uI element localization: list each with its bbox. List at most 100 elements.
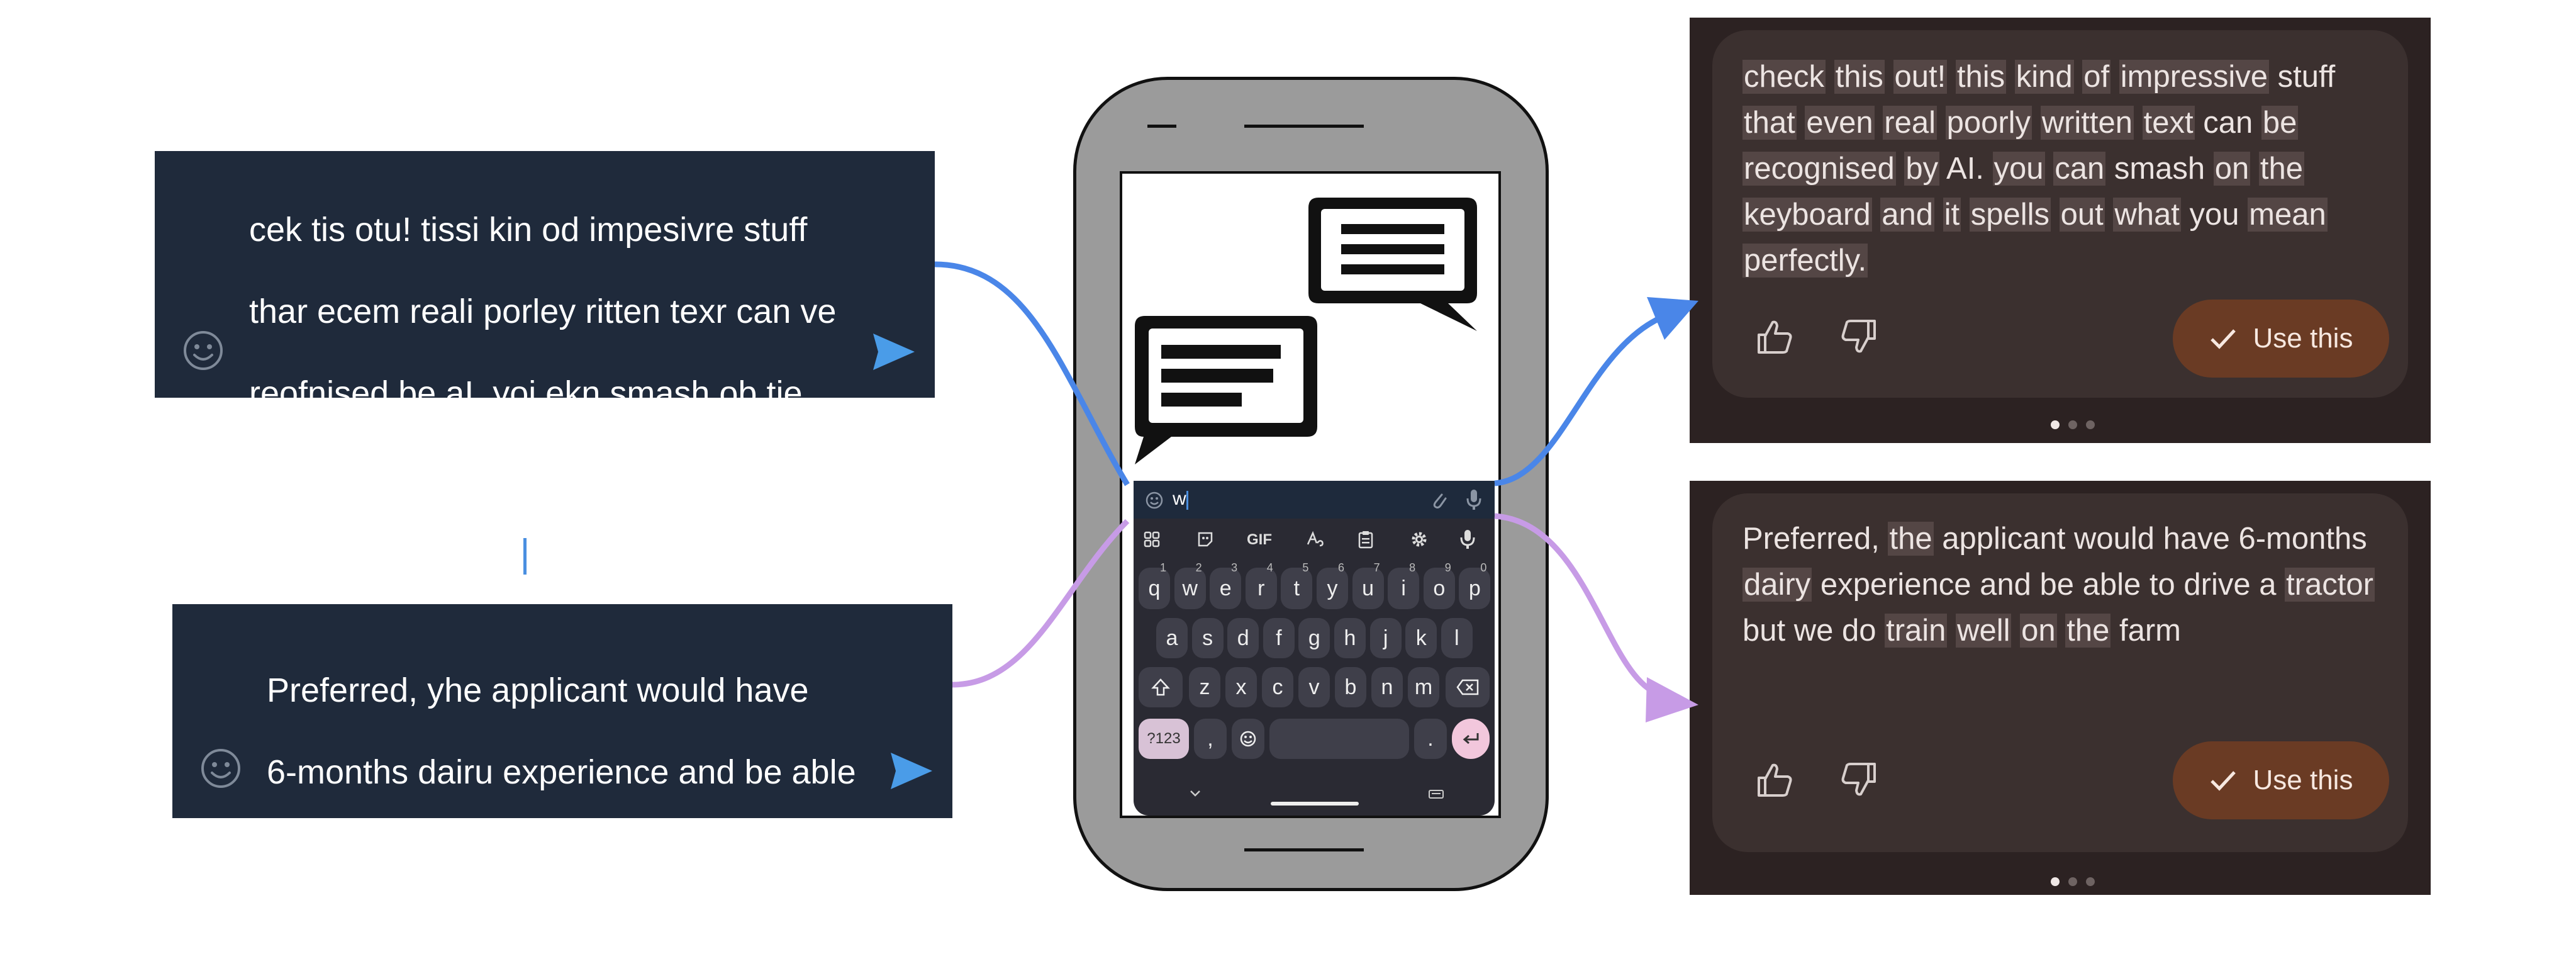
suggestion-text-segment: smash [2105,152,2214,186]
pagination-dot[interactable] [2068,420,2077,429]
shift-key[interactable] [1139,667,1183,707]
corrected-word: of [2082,60,2111,94]
gif-button[interactable]: GIF [1247,531,1272,548]
key-b[interactable]: b [1335,667,1366,707]
pagination-dot[interactable] [2051,877,2060,886]
symbols-key[interactable]: ?123 [1139,719,1189,759]
corrected-word: train [1885,614,1948,648]
enter-icon [1463,733,1479,744]
corrected-word: this [1955,60,2007,94]
key-c[interactable]: c [1262,667,1293,707]
comma-key[interactable]: , [1194,719,1227,759]
key-hint: 2 [1195,561,1202,574]
emoji-key[interactable] [1232,719,1264,759]
key-label: t [1293,576,1300,600]
connector-arrow-output-1 [1494,315,1662,486]
thumbs-up-icon[interactable] [1754,316,1795,357]
shift-icon [1151,678,1170,696]
key-x[interactable]: x [1225,667,1257,707]
use-this-button[interactable]: Use this [2173,300,2389,378]
key-v[interactable]: v [1298,667,1330,707]
pagination-dot[interactable] [2086,877,2095,886]
key-l[interactable]: l [1441,618,1473,658]
microphone-icon[interactable] [1466,488,1482,511]
key-j[interactable]: j [1369,618,1402,658]
key-h[interactable]: h [1334,618,1366,658]
key-label: r [1257,576,1265,600]
phone-home-bar [1244,848,1364,851]
suggestion-text-segment: applicant would have 6-months [1933,522,2367,556]
thumbs-down-icon[interactable] [1838,759,1880,800]
key-s[interactable]: s [1191,618,1224,658]
key-hint: 7 [1373,561,1380,574]
enter-key[interactable] [1452,719,1490,759]
keyboard-input-text[interactable]: w [1173,488,1186,509]
key-label: p [1468,576,1481,600]
corrected-word: what [2113,198,2181,232]
key-g[interactable]: g [1298,618,1330,658]
key-label: h [1344,626,1356,650]
checkmark-icon [2210,329,2236,349]
backspace-icon [1456,679,1479,695]
key-d[interactable]: d [1227,618,1259,658]
corrected-word: you [1992,152,2045,186]
corrected-word: spells [1969,198,2051,232]
corrected-word: on [2020,614,2057,648]
key-k[interactable]: k [1405,618,1437,658]
key-f[interactable]: f [1263,618,1295,658]
corrected-word: dairy [1742,568,1812,602]
gear-icon[interactable] [1410,531,1428,548]
pagination-dot[interactable] [2068,877,2077,886]
send-icon[interactable] [872,332,916,371]
corrected-word: impressive [2119,60,2269,94]
handwriting-icon[interactable] [1306,531,1325,548]
key-z[interactable]: z [1189,667,1220,707]
use-this-button[interactable]: Use this [2173,741,2389,819]
sticker-icon[interactable] [1196,531,1214,548]
microphone-icon[interactable] [1459,529,1476,550]
emoji-icon[interactable] [200,748,242,789]
pagination-dot[interactable] [2086,420,2095,429]
chevron-down-icon[interactable] [1189,789,1202,798]
keyboard-input-bar [1134,481,1495,519]
keyboard-switch-icon[interactable] [1428,789,1444,800]
key-n[interactable]: n [1371,667,1403,707]
send-icon[interactable] [889,751,934,790]
apps-grid-icon[interactable] [1144,531,1160,548]
attach-icon[interactable] [1429,490,1448,510]
key-m[interactable]: m [1408,667,1439,707]
suggestion-text-segment: stuff [2268,60,2336,94]
pagination-dot[interactable] [2051,420,2060,429]
thumbs-down-icon[interactable] [1838,316,1880,357]
phone-speaker [1244,125,1364,128]
emoji-icon[interactable] [1145,491,1164,510]
key-label: i [1401,576,1406,600]
emoji-icon[interactable] [182,330,224,371]
key-label: k [1415,626,1427,650]
key-a[interactable]: a [1156,618,1188,658]
key-label: e [1219,576,1232,600]
period-key[interactable]: . [1414,719,1447,759]
clipboard-icon[interactable] [1358,530,1374,549]
suggestion-text-1: check this out! this kind of impressive … [1742,54,2390,284]
chat-bubble-icon [1135,316,1317,464]
backspace-key[interactable] [1446,667,1490,707]
input-message-box-2: Preferred, yhe applicant would have 6-mo… [172,604,952,955]
suggestion-text-segment: experience and be able to drive a [1812,568,2285,602]
corrected-word: by [1904,152,1940,186]
suggestion-text-2: Preferred, the applicant would have 6-mo… [1742,516,2397,654]
space-key[interactable] [1269,719,1409,759]
thumbs-up-icon[interactable] [1754,759,1795,800]
